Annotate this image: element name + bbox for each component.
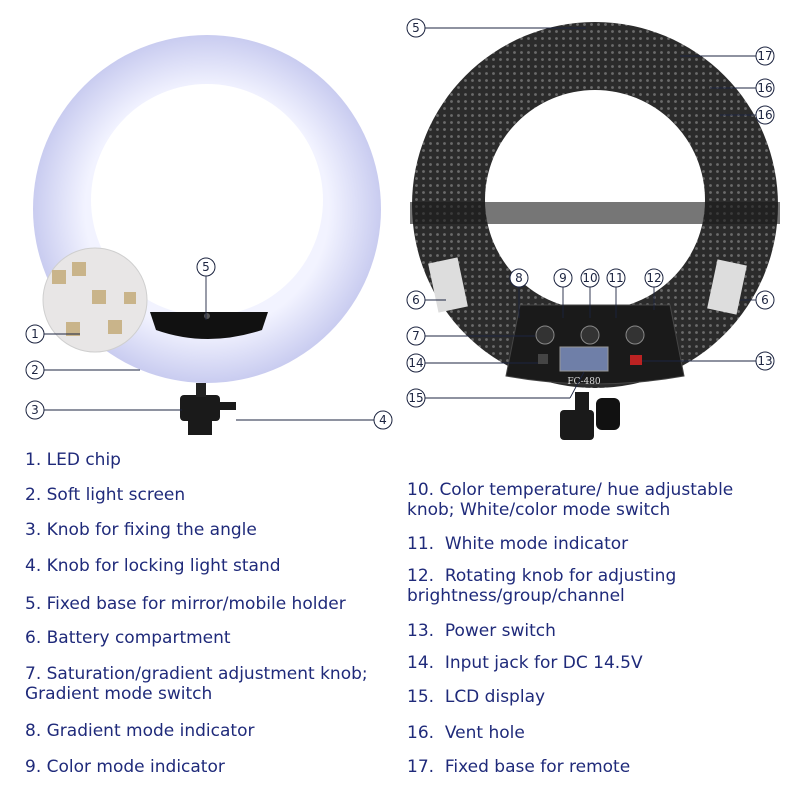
legend-item-13: 13. Power switch [407,621,556,641]
callout-12: 12 [646,271,661,285]
legend-item-7: 7. Saturation/gradient adjustment knob; … [25,664,368,704]
legend-item-1: 1. LED chip [25,450,121,470]
callout-14: 14 [408,356,423,370]
legend-item-17: 17. Fixed base for remote [407,757,631,777]
callout-6-right: 6 [761,293,769,307]
legend-item-4: 4. Knob for locking light stand [25,556,281,576]
callout-13: 13 [757,354,772,368]
callout-11: 11 [608,271,623,285]
legend-item-2: 2. Soft light screen [25,485,186,505]
stand-knob [180,383,236,435]
mirror-holder-screw [204,313,210,319]
front-ring-light [33,35,381,435]
led-chip-inset [42,247,148,353]
mirror-holder-base [150,312,268,339]
callout-5-right: 5 [412,21,420,35]
legend-item-16: 16. Vent hole [407,723,525,743]
callout-10: 10 [582,271,597,285]
legend-item-5: 5. Fixed base for mirror/mobile holder [25,594,346,614]
battery-compartment-right [707,259,747,315]
model-label: FC-480 [567,377,601,387]
ring-inner-hole [91,84,323,316]
left-callouts: 5 1 2 3 4 [25,257,393,430]
legend-item-15: 15. LCD display [407,687,546,707]
legend-item-12: 12. Rotating knob for adjusting brightne… [407,566,677,606]
knob-color-temp [580,325,600,345]
callout-3: 3 [31,403,39,417]
callout-4: 4 [379,413,387,427]
callout-16-a: 16 [757,81,772,95]
product-diagram: 5 1 2 3 4 FC-480 [25,18,780,440]
dc-jack [538,354,548,364]
knob-brightness [625,325,645,345]
callout-9: 9 [559,271,567,285]
power-switch [630,355,642,365]
callout-8: 8 [515,271,523,285]
side-clamp [410,202,780,224]
legend-item-3: 3. Knob for fixing the angle [25,520,257,540]
legend-item-9: 9. Color mode indicator [25,757,225,777]
back-ring-light: FC-480 [410,22,780,440]
back-ring-hole [485,90,705,310]
right-callouts: 5 17 16 16 8 9 10 11 12 6 6 7 [406,18,775,408]
callout-16-b: 16 [757,108,772,122]
callout-5-left: 5 [202,260,210,274]
battery-compartment-left [428,257,468,313]
legend-item-14: 14. Input jack for DC 14.5V [407,653,643,673]
callout-2: 2 [31,363,39,377]
callout-7: 7 [412,329,420,343]
legend-item-10: 10. Color temperature/ hue adjustable kn… [407,480,734,520]
lcd-display [559,346,609,372]
callout-6-left: 6 [412,293,420,307]
legend-item-8: 8. Gradient mode indicator [25,721,255,741]
callout-15: 15 [408,391,423,405]
callout-1: 1 [31,327,39,341]
back-stand-knob [560,392,620,440]
callout-17: 17 [757,49,772,63]
legend-item-11: 11. White mode indicator [407,534,629,554]
legend-item-6: 6. Battery compartment [25,628,231,648]
control-panel [505,304,685,385]
knob-saturation [535,325,555,345]
